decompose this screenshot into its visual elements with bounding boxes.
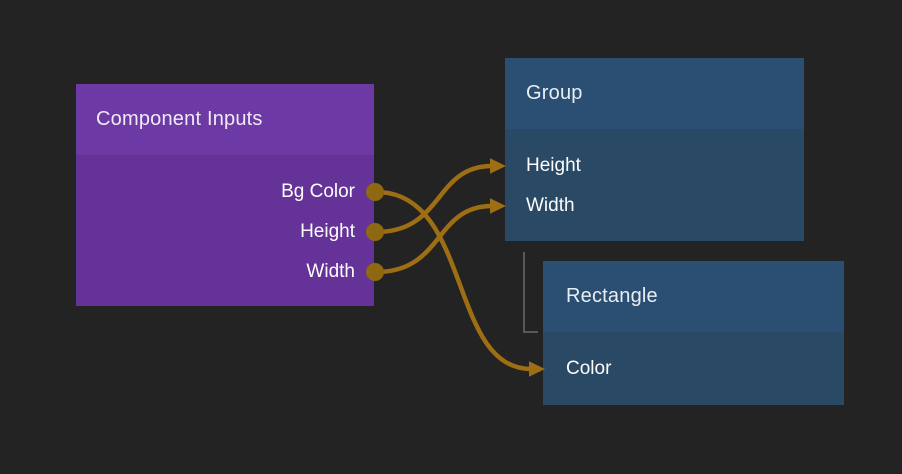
output-label-width: Width [306,261,355,282]
node-group-header[interactable]: Group [505,58,804,129]
input-label-group-width: Width [526,195,575,216]
wire-height-to-group-height[interactable] [373,163,495,235]
node-rectangle-title: Rectangle [566,285,658,307]
node-group-body: Height Width [505,129,804,241]
node-component-inputs-header[interactable]: Component Inputs [76,84,374,155]
wire-arrowhead-group-height [490,158,506,174]
output-label-height: Height [300,221,355,242]
output-row-width[interactable]: Width [76,252,374,292]
node-rectangle-header[interactable]: Rectangle [543,261,844,332]
input-row-group-width[interactable]: Width [505,186,804,226]
input-row-rectangle-color[interactable]: Color [543,349,844,389]
input-label-rectangle-color: Color [566,358,612,379]
node-component-inputs-body: Bg Color Height Width [76,155,374,306]
hierarchy-line-group-rectangle [523,252,538,333]
node-group[interactable]: Group Height Width [505,58,804,241]
input-label-group-height: Height [526,155,581,176]
output-row-height[interactable]: Height [76,212,374,252]
node-component-inputs[interactable]: Component Inputs Bg Color Height Width [76,84,374,306]
node-rectangle[interactable]: Rectangle Color [543,261,844,405]
input-row-group-height[interactable]: Height [505,146,804,186]
output-label-bg-color: Bg Color [281,181,355,202]
wire-width-to-group-width[interactable] [373,203,495,275]
output-row-bg-color[interactable]: Bg Color [76,172,374,212]
node-component-inputs-title: Component Inputs [96,108,263,130]
node-group-title: Group [526,82,583,104]
node-rectangle-body: Color [543,332,844,405]
wire-arrowhead-group-width [490,198,506,214]
